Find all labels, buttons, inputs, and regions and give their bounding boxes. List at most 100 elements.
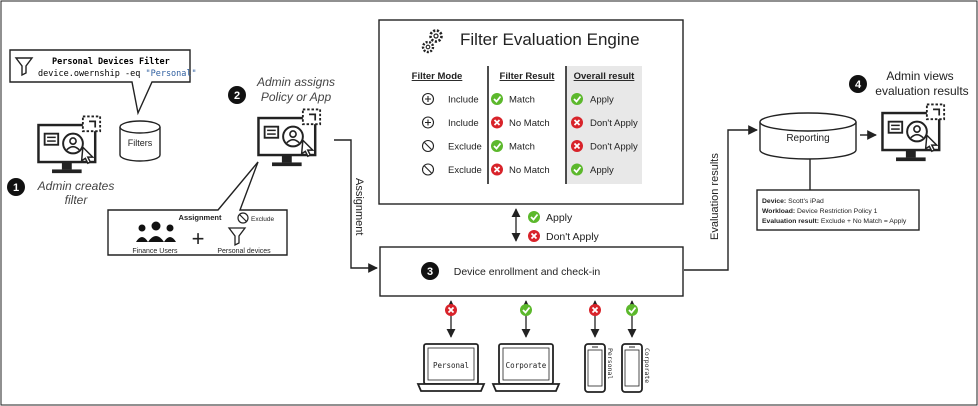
assignment-exclude-label: Exclude xyxy=(251,216,275,223)
reporting-result-key: Evaluation result: xyxy=(762,218,819,225)
engine-row: Exclude Match Don't Apply xyxy=(421,139,638,153)
filter-rule-value: "Personal" xyxy=(145,69,196,79)
step-2-admin-assigns: 2 Admin assigns Policy or App Assignment… xyxy=(107,75,335,256)
check-icon xyxy=(491,93,503,105)
device-label: Personal xyxy=(606,348,614,379)
row-overall: Apply xyxy=(590,95,614,106)
filter-evaluation-engine: Filter Evaluation Engine Filter Mode Fil… xyxy=(378,19,684,205)
header-filter-mode: Filter Mode xyxy=(412,71,463,82)
reporting-details-box xyxy=(756,189,920,231)
reporting-database-icon xyxy=(759,122,857,160)
device-label: Personal xyxy=(433,361,469,370)
row-mode: Include xyxy=(448,95,479,106)
step-4-line2: evaluation results xyxy=(875,84,968,98)
step-4-admin-views: 4 Admin views evaluation results xyxy=(849,69,969,163)
row-result: Match xyxy=(509,142,535,153)
legend-apply-icon xyxy=(528,211,540,223)
assignment-arrow xyxy=(334,139,378,273)
filter-callout xyxy=(9,49,191,116)
reporting-workload: Workload: Device Restriction Policy 1 xyxy=(762,208,878,215)
x-icon xyxy=(491,116,503,129)
engine-row: Include Match Apply xyxy=(421,92,614,106)
step-4-number: 4 xyxy=(855,79,862,91)
reporting-device-value: Scott's iPad xyxy=(786,198,824,205)
exclude-block-icon xyxy=(237,212,249,224)
step-4-line1: Admin views xyxy=(886,69,953,83)
step-2-number: 2 xyxy=(234,90,240,102)
legend-apply-check xyxy=(530,213,539,221)
device-label: Corporate xyxy=(506,361,547,370)
step-3-number: 3 xyxy=(427,266,433,278)
step-1-line1: Admin creates xyxy=(37,179,115,193)
device-label: Corporate xyxy=(643,348,651,383)
check-icon xyxy=(491,140,503,152)
reporting-workload-value: Device Restriction Policy 1 xyxy=(795,208,878,215)
legend-apply-label: Apply xyxy=(546,212,573,224)
step-1-badge xyxy=(7,178,25,196)
row-mode: Include xyxy=(448,118,479,129)
row-result: Match xyxy=(509,95,535,106)
reporting: Reporting Device: Scott's iPad Workload:… xyxy=(756,112,920,231)
phone-icon xyxy=(621,343,643,393)
step-2-badge xyxy=(228,86,246,104)
reporting-database-top xyxy=(759,112,857,132)
step-2-line2: Policy or App xyxy=(261,90,332,104)
assignment-group-label: Finance Users xyxy=(132,248,178,255)
assignment-plus: + xyxy=(192,226,205,251)
step-1-admin-creates-filter: Personal Devices Filter device.owernship… xyxy=(7,49,197,207)
laptop-device: Personal xyxy=(416,300,486,392)
reporting-result-value: Exclude + No Match = Apply xyxy=(819,218,907,225)
engine-title: Filter Evaluation Engine xyxy=(460,30,640,49)
legend-dont-apply-x xyxy=(530,232,538,240)
engine-row: Include No Match Don't Apply xyxy=(421,116,638,129)
filter-callout-rule: device.owernship -eq "Personal" xyxy=(38,69,197,79)
row-overall: Apply xyxy=(590,165,614,176)
admin-assign-monitor-icon xyxy=(257,108,322,168)
assignment-filter-label: Personal devices xyxy=(217,248,271,255)
legend-apply: Apply xyxy=(528,211,573,224)
gears-icon xyxy=(421,29,443,54)
reporting-workload-key: Workload: xyxy=(762,208,795,215)
laptop-device: Corporate xyxy=(491,300,561,392)
step-1-line2: filter xyxy=(65,193,89,207)
engine-row: Exclude No Match Apply xyxy=(421,163,614,176)
evaluation-results-label: Evaluation results xyxy=(709,153,721,240)
row-mode: Exclude xyxy=(448,142,482,153)
filter-funnel-icon xyxy=(14,57,34,77)
row-result: No Match xyxy=(509,118,550,129)
assignment-arrow-label: Assignment xyxy=(353,178,365,235)
header-filter-result: Filter Result xyxy=(500,71,556,82)
phone-icon xyxy=(584,343,606,393)
enrollment-label: Device enrollment and check-in xyxy=(454,266,601,278)
reporting-device-key: Device: xyxy=(762,198,786,205)
step-2-line1: Admin assigns xyxy=(256,75,335,89)
step-1-number: 1 xyxy=(13,182,19,194)
step-3-enrollment: 3 Device enrollment and check-in xyxy=(379,246,684,297)
phone-device: Personal xyxy=(584,300,614,393)
filter-rule-prefix: device.owernship -eq xyxy=(38,69,145,79)
x-icon xyxy=(571,140,583,152)
row-overall: Don't Apply xyxy=(590,142,638,153)
laptop-icon xyxy=(416,343,486,392)
row-mode: Exclude xyxy=(448,165,482,176)
filter-funnel-small-icon xyxy=(227,227,247,247)
block-circle-icon xyxy=(421,163,435,176)
evaluation-results-arrow xyxy=(684,125,758,271)
check-icon xyxy=(626,304,638,316)
laptop-icon xyxy=(491,343,561,392)
plus-circle-icon xyxy=(421,116,435,129)
x-icon xyxy=(445,304,457,316)
check-icon xyxy=(520,304,532,316)
legend-dont-apply: Don't Apply xyxy=(528,230,600,243)
users-group-icon xyxy=(136,221,176,242)
check-icon xyxy=(571,93,583,105)
step-3-badge xyxy=(421,262,439,280)
reporting-result: Evaluation result: Exclude + No Match = … xyxy=(762,218,907,225)
row-result: No Match xyxy=(509,165,550,176)
assignment-title: Assignment xyxy=(179,213,222,222)
row-overall: Don't Apply xyxy=(590,118,638,129)
x-icon xyxy=(571,116,583,129)
